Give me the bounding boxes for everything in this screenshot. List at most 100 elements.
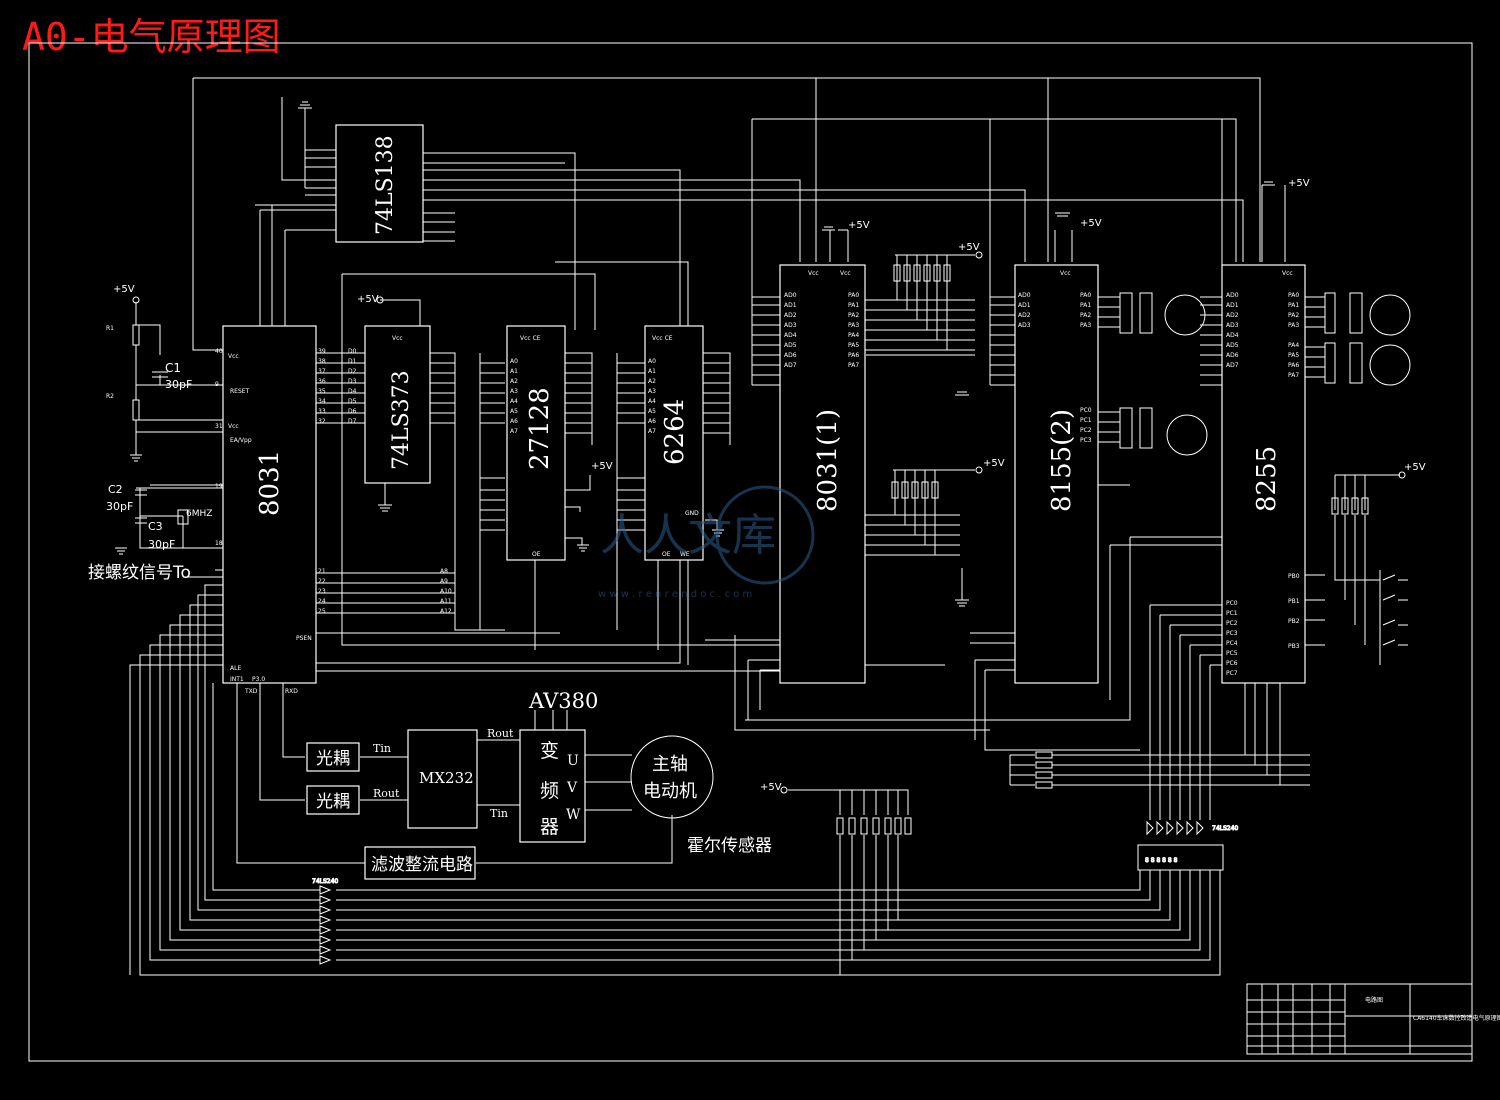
svg-text:AD3: AD3: [1018, 322, 1031, 329]
svg-text:W: W: [566, 807, 581, 823]
svg-text:AD2: AD2: [1226, 312, 1239, 319]
inverter-label: 变频器: [540, 740, 559, 838]
svg-text:A2: A2: [648, 378, 656, 385]
resistor-array-mid: [891, 466, 983, 555]
svg-text:A10: A10: [440, 588, 452, 595]
svg-text:Vcc: Vcc: [840, 270, 851, 277]
svg-text:R1: R1: [106, 325, 114, 332]
svg-text:OE: OE: [532, 551, 541, 558]
svg-text:MX232: MX232: [419, 769, 474, 787]
watermark: 人人文库 w w w . r e n r e n d o c . c o m: [598, 485, 815, 600]
svg-text:PC7: PC7: [1226, 670, 1238, 677]
svg-text:PC5: PC5: [1226, 650, 1238, 657]
svg-text:电路图: 电路图: [1365, 996, 1383, 1004]
reset-clock-circuit: +5V R1 R2 C1 30pF C2 30pF C3 30pF 6MHZ: [106, 284, 212, 551]
svg-text:18: 18: [215, 540, 223, 547]
svg-text:PA2: PA2: [1288, 312, 1299, 319]
svg-text:光耦: 光耦: [316, 792, 350, 812]
svg-text:V: V: [566, 780, 578, 796]
svg-text:CA6140车床数控改造电气原理图: CA6140车床数控改造电气原理图: [1413, 1014, 1500, 1022]
svg-text:AV380: AV380: [528, 689, 598, 713]
motor-drivers: [1119, 292, 1411, 646]
svg-text:A4: A4: [510, 398, 518, 405]
svg-text:D5: D5: [348, 398, 357, 405]
svg-text:+5V: +5V: [1288, 178, 1310, 189]
svg-text:32: 32: [318, 418, 326, 425]
svg-text:PA3: PA3: [1288, 322, 1299, 329]
svg-text:PA5: PA5: [1288, 352, 1299, 359]
svg-text:PA0: PA0: [848, 292, 859, 299]
svg-text:30pF: 30pF: [148, 538, 175, 551]
spindle-motor-label: 主轴电动机: [643, 754, 697, 802]
svg-text:PB3: PB3: [1288, 643, 1300, 650]
svg-text:AD2: AD2: [1018, 312, 1031, 319]
svg-text:PC6: PC6: [1226, 660, 1238, 667]
svg-text:39: 39: [318, 348, 326, 355]
svg-text:+5V: +5V: [1404, 462, 1426, 473]
svg-text:RESET: RESET: [230, 388, 250, 395]
svg-text:PA2: PA2: [848, 312, 859, 319]
svg-text:A12: A12: [440, 608, 452, 615]
svg-text:9: 9: [215, 381, 219, 388]
ic-27128: 27128 Vcc CE OE: [506, 325, 566, 561]
svg-text:A6: A6: [510, 418, 518, 425]
svg-text:PA2: PA2: [1080, 312, 1091, 319]
svg-text:PA6: PA6: [1288, 362, 1299, 369]
svg-text:AD1: AD1: [1226, 302, 1239, 309]
svg-text:PC3: PC3: [1226, 630, 1238, 637]
svg-text:8255: 8255: [1252, 446, 1282, 512]
led-display: 8 8 8 8 8 8: [1137, 820, 1224, 871]
svg-text:AD1: AD1: [1018, 302, 1031, 309]
svg-text:PA6: PA6: [848, 352, 859, 359]
svg-text:A7: A7: [648, 428, 656, 435]
svg-text:Vcc CE: Vcc CE: [652, 335, 673, 342]
svg-text:霍尔传感器: 霍尔传感器: [687, 836, 772, 856]
svg-text:+5V: +5V: [357, 294, 379, 305]
svg-text:GND: GND: [685, 510, 699, 517]
ic-74ls373: 74LS373 Vcc: [364, 325, 431, 484]
svg-text:A5: A5: [510, 408, 518, 415]
mx232-chip: [407, 729, 478, 829]
svg-text:PC3: PC3: [1080, 437, 1092, 444]
svg-text:+5V: +5V: [1080, 218, 1102, 229]
svg-text:PA4: PA4: [1288, 342, 1299, 349]
svg-text:PB1: PB1: [1288, 598, 1300, 605]
ground-symbols: [115, 101, 1275, 607]
svg-text:A9: A9: [440, 578, 448, 585]
svg-text:Vcc: Vcc: [1282, 270, 1293, 277]
svg-text:OE: OE: [662, 551, 671, 558]
svg-text:6264: 6264: [660, 399, 690, 465]
ic-8155: 8155(2) Vcc: [1014, 264, 1099, 684]
svg-text:PA7: PA7: [1288, 372, 1299, 379]
svg-text:光耦: 光耦: [316, 749, 350, 769]
svg-text:AD4: AD4: [1226, 332, 1239, 339]
svg-text:Vcc: Vcc: [228, 423, 239, 430]
svg-text:6MHZ: 6MHZ: [186, 509, 212, 519]
svg-text:AD7: AD7: [1226, 362, 1239, 369]
svg-text:AD5: AD5: [784, 342, 797, 349]
buffer-array: 74LS240 74LS240: [312, 825, 1239, 965]
svg-text:D2: D2: [348, 368, 357, 375]
svg-text:30pF: 30pF: [165, 378, 192, 391]
svg-text:PA3: PA3: [848, 322, 859, 329]
svg-text:Rout: Rout: [487, 727, 514, 740]
svg-text:A0: A0: [648, 358, 656, 365]
svg-text:PC1: PC1: [1080, 417, 1092, 424]
ic-74ls138: 74LS138: [335, 124, 424, 243]
svg-text:21: 21: [318, 568, 326, 575]
svg-text:PA5: PA5: [848, 342, 859, 349]
title-block: 电路图 CA6140车床数控改造电气原理图: [1246, 983, 1500, 1055]
svg-text:8 8 8 8 8 8: 8 8 8 8 8 8: [1145, 857, 1178, 864]
chip-label-8031: 8031: [255, 450, 285, 516]
svg-text:D6: D6: [348, 408, 357, 415]
svg-text:A4: A4: [648, 398, 656, 405]
svg-text:AD5: AD5: [1226, 342, 1239, 349]
svg-text:8031(1): 8031(1): [813, 409, 843, 512]
svg-text:+5V: +5V: [591, 461, 613, 472]
svg-text:C1: C1: [165, 361, 181, 375]
svg-text:INT1: INT1: [230, 676, 244, 683]
inverter-box: [519, 729, 586, 843]
svg-text:Vcc: Vcc: [228, 353, 239, 360]
svg-text:+5V: +5V: [958, 242, 980, 253]
